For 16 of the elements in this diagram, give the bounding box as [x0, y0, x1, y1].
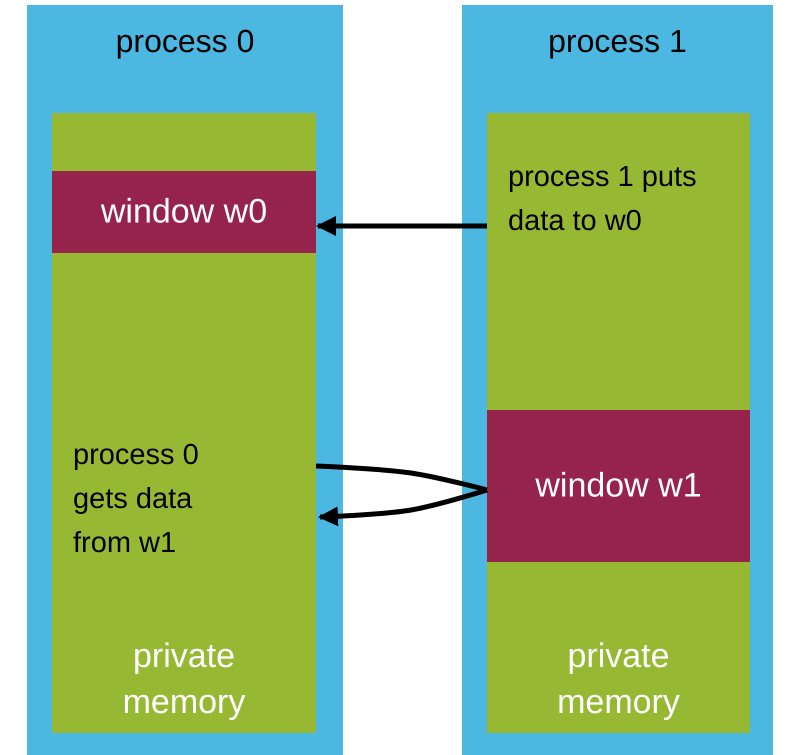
memory-area	[52, 113, 316, 733]
description-text: process 1 puts data to w0	[508, 160, 698, 239]
arrow	[316, 216, 487, 236]
window-box	[52, 171, 316, 253]
memory-label: private memory	[556, 636, 681, 723]
window-label: window w1	[534, 466, 703, 506]
memory-label: private memory	[122, 636, 246, 723]
description-text: process 0 gets data from w1	[73, 438, 200, 561]
process-title: process 0	[114, 23, 256, 60]
process-panel	[27, 5, 343, 755]
window-label: window w0	[100, 192, 268, 232]
memory-area	[487, 113, 750, 733]
process-panel	[462, 5, 773, 755]
process-title: process 1	[547, 23, 688, 60]
window-box	[487, 410, 750, 562]
arrow	[314, 464, 490, 526]
